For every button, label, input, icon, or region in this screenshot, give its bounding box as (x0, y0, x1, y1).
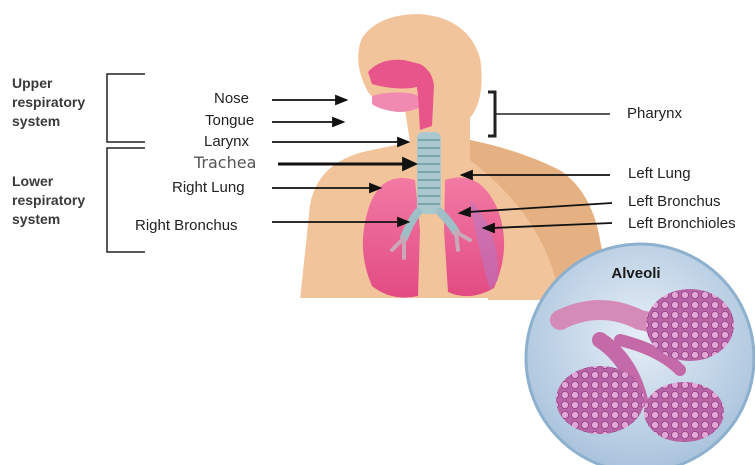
tongue-label: Tongue (205, 113, 254, 128)
upper-airway (368, 60, 434, 130)
lower-respiratory-label: Lower respiratory system (12, 172, 85, 229)
right-lung-label: Right Lung (172, 180, 245, 195)
left-lung-label: Left Lung (628, 166, 691, 181)
right-bronchus-label: Right Bronchus (135, 218, 238, 233)
alveoli-title: Alveoli (611, 265, 660, 282)
left-bronchioles-label: Left Bronchioles (628, 216, 736, 231)
blank-panel (270, 298, 488, 465)
nose-label: Nose (214, 91, 249, 106)
lower-bracket (107, 148, 145, 252)
upper-bracket (107, 74, 145, 142)
pharynx-label: Pharynx (627, 106, 682, 121)
left-bronchus-label: Left Bronchus (628, 194, 721, 209)
upper-respiratory-label: Upper respiratory system (12, 74, 85, 131)
pharynx-bracket (488, 92, 495, 136)
trachea-label: Trachea (194, 155, 256, 171)
larynx-label: Larynx (204, 134, 249, 149)
